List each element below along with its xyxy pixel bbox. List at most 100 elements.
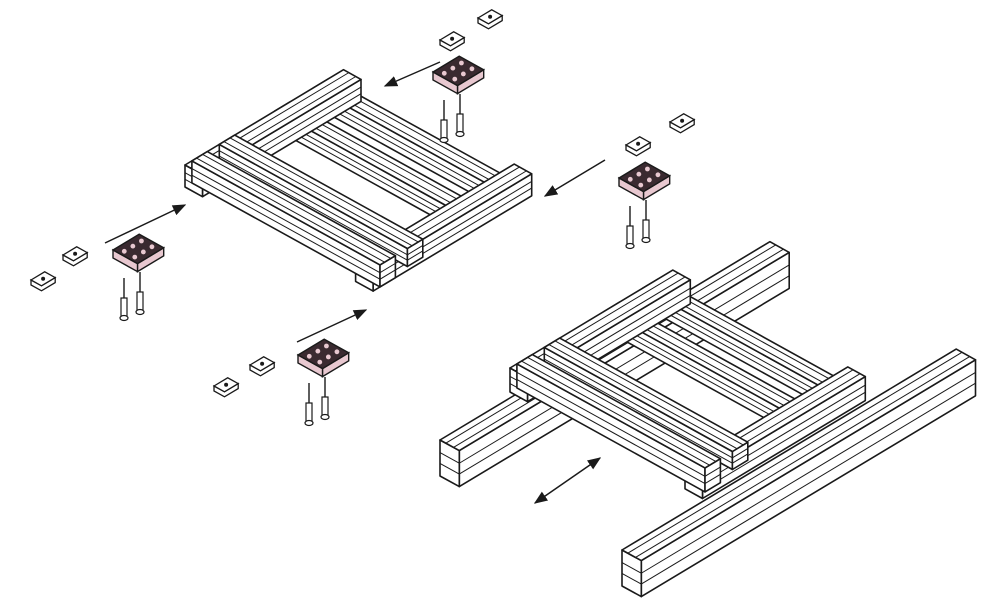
profile-groove-line <box>732 448 749 459</box>
assembly-arrows <box>104 61 606 504</box>
t-nut <box>624 136 652 157</box>
assembly-direction-arrow <box>104 204 187 244</box>
profile-groove-line <box>642 299 832 405</box>
t-nut <box>476 9 504 30</box>
bracket-hole <box>132 254 138 260</box>
profile-groove-line <box>732 453 749 464</box>
bracket-top <box>111 233 166 265</box>
bracket-hole <box>459 60 464 66</box>
profile-groove-line <box>604 322 793 428</box>
bracket-hole <box>325 354 331 360</box>
t-nut <box>212 377 240 398</box>
corner-bracket <box>617 161 672 250</box>
bracket-hole <box>452 76 458 82</box>
profile-groove-line <box>313 99 502 204</box>
profile-groove-line <box>621 562 642 574</box>
profile-top-face <box>191 150 397 266</box>
bracket-hole <box>469 66 475 72</box>
t-nut <box>248 356 276 377</box>
nut-hole <box>450 36 455 41</box>
profile-slot-line <box>189 72 350 169</box>
profile-groove-line <box>544 358 733 464</box>
screw-head <box>625 242 635 250</box>
screw-head <box>135 308 145 316</box>
screw-body <box>626 225 634 245</box>
aluminum-profile-beam <box>516 353 722 493</box>
profile-top-face <box>543 337 749 453</box>
nut-hole <box>73 251 78 256</box>
profile-groove-line <box>191 174 381 280</box>
nut-hole <box>224 382 229 387</box>
profile-groove-line <box>407 250 424 261</box>
bracket-hole <box>121 248 127 254</box>
profile-groove-line <box>640 382 976 585</box>
profile-frame-assembled-on-rails <box>439 240 977 598</box>
screw-head <box>304 419 314 427</box>
profile-groove-line <box>702 391 866 491</box>
screw-body <box>305 402 313 422</box>
bracket-hole <box>646 177 652 183</box>
bracket-top <box>431 55 486 87</box>
aluminum-profile-beam <box>621 348 977 598</box>
profile-groove-line <box>704 466 721 477</box>
profile-groove-line <box>379 262 396 274</box>
bracket-hole <box>645 166 650 172</box>
profile-groove-line <box>516 371 706 477</box>
bracket-hole <box>306 353 312 359</box>
bracket-hole <box>450 65 456 71</box>
screw-body <box>321 396 329 416</box>
bracket-hole <box>324 343 329 349</box>
bracket-hole <box>636 171 642 177</box>
profile-groove-line <box>439 452 460 464</box>
screw-head <box>320 413 330 421</box>
profile-frame-exploded <box>184 68 533 292</box>
profile-groove-line <box>544 353 733 459</box>
profile-groove-line <box>516 379 706 484</box>
bracket-hole <box>149 244 155 250</box>
bracket-hole <box>139 238 144 244</box>
profile-groove-line <box>379 269 396 280</box>
profile-slot-line <box>453 248 784 448</box>
corner-bracket <box>431 55 486 144</box>
bidirectional-slide-arrow <box>533 457 602 504</box>
nut-hole <box>680 118 685 123</box>
profile-slot-line <box>527 356 717 462</box>
corner-bracket <box>111 233 166 322</box>
profile-top-face <box>218 134 424 250</box>
bracket-top <box>296 338 351 370</box>
profile-top-face <box>621 348 977 562</box>
bracket-hole <box>315 348 321 354</box>
profile-slot-line <box>548 344 738 450</box>
screw-body <box>136 291 144 311</box>
t-nut <box>29 271 57 292</box>
bracket-hole <box>140 249 146 255</box>
bracket-hole <box>130 243 136 249</box>
bracket-hole <box>317 359 323 365</box>
bracket-hardware-group <box>29 9 696 427</box>
bracket-hole <box>655 172 661 178</box>
profile-groove-line <box>372 187 532 284</box>
bracket-hole <box>460 71 466 77</box>
t-nut <box>438 31 466 52</box>
screw-body <box>120 297 128 317</box>
assembly-direction-arrow <box>296 309 368 343</box>
bracket-top <box>617 161 672 193</box>
screw-body <box>440 119 448 139</box>
profile-groove-line <box>191 168 381 274</box>
profile-groove-line <box>407 245 424 256</box>
t-nut <box>668 113 696 134</box>
profile-slot-line <box>627 351 963 554</box>
profile-slot-line <box>223 141 413 247</box>
profile-slot-line <box>514 272 679 372</box>
profile-slot-line <box>521 360 710 466</box>
profile-groove-line <box>621 572 642 585</box>
profile-slot-line <box>196 157 385 263</box>
screw-body <box>642 219 650 239</box>
bracket-hole <box>441 70 447 76</box>
profile-groove-line <box>219 150 408 256</box>
profile-groove-line <box>704 473 721 484</box>
profile-slot-line <box>635 356 970 558</box>
profile-top-face <box>516 353 722 469</box>
profile-slot-line <box>229 137 419 243</box>
nut-hole <box>636 141 641 146</box>
